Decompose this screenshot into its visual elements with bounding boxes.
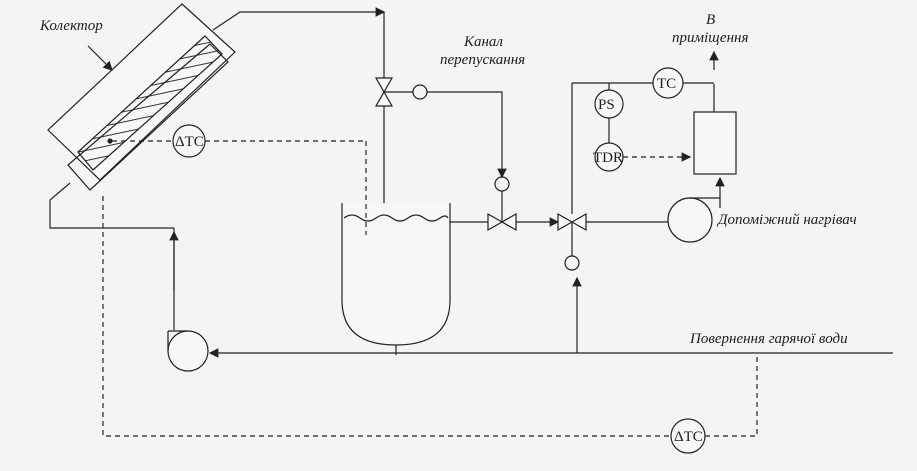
dtc-collector-text: ΔTC bbox=[175, 134, 204, 150]
aux-heater-label: Допоміжний нагрівач bbox=[716, 212, 857, 228]
to-room-label-line1: В bbox=[706, 12, 715, 28]
collector-return-pipe bbox=[49, 182, 174, 229]
tc-text: TC bbox=[657, 76, 676, 92]
dtc-bottom-text: ΔTC bbox=[674, 429, 703, 445]
collector-outlet-pipe bbox=[212, 7, 386, 31]
to-room-label-line2: приміщення bbox=[672, 30, 748, 46]
ps-text: PS bbox=[598, 97, 615, 113]
collector-label: Колектор bbox=[39, 18, 103, 34]
tank-valve-actuator bbox=[412, 84, 428, 100]
bypass-channel-label-line2: перепускання bbox=[440, 52, 525, 68]
collector-pointer bbox=[87, 45, 113, 71]
mixing-valve-actuator bbox=[564, 255, 580, 271]
auxiliary-heater bbox=[667, 197, 721, 243]
heat-exchanger bbox=[693, 111, 737, 175]
tank-inlet-valve bbox=[374, 77, 394, 107]
hot-water-return-label: Повернення гарячої води bbox=[689, 331, 848, 347]
storage-tank bbox=[341, 203, 451, 346]
circulation-pump bbox=[167, 330, 209, 372]
bypass-valve-actuator bbox=[494, 176, 510, 192]
solar-collector bbox=[47, 3, 236, 191]
tank-water-level bbox=[343, 214, 449, 222]
bypass-channel-label-line1: Канал bbox=[463, 34, 503, 50]
tdr-text: TDR bbox=[593, 150, 623, 166]
bypass-channel-line bbox=[427, 91, 507, 179]
